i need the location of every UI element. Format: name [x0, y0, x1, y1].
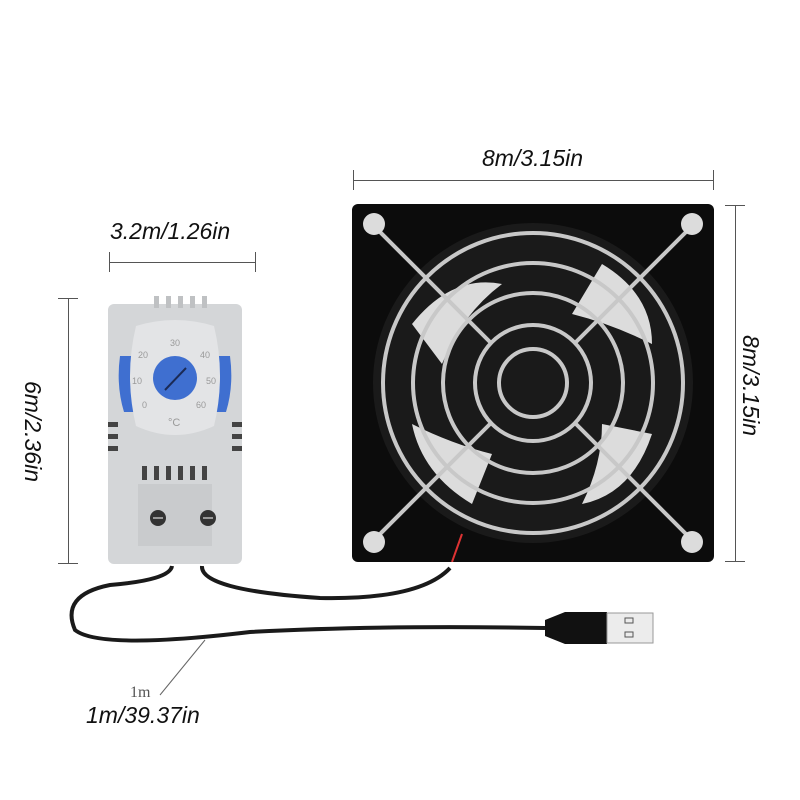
usb-plug — [545, 610, 655, 646]
cable-small-label: 1m — [130, 684, 151, 701]
svg-text:50: 50 — [206, 376, 216, 386]
thermostat-controller: 0 10 20 30 40 50 60 °C — [108, 296, 242, 564]
svg-text:30: 30 — [170, 338, 180, 348]
fan-width-label: 8m/3.15in — [482, 145, 584, 171]
dim-line — [109, 262, 256, 263]
dial-mark: 0 — [142, 400, 147, 410]
dim-line — [353, 180, 714, 181]
svg-text:°C: °C — [168, 417, 180, 429]
thermostat-width-label: 3.2m/1.26in — [110, 218, 231, 244]
svg-text:40: 40 — [200, 350, 210, 360]
cable-length-label: 1m/39.37in — [86, 702, 200, 728]
svg-text:60: 60 — [196, 400, 206, 410]
svg-text:20: 20 — [138, 350, 148, 360]
dim-line — [735, 205, 736, 562]
svg-text:10: 10 — [132, 376, 142, 386]
cooling-fan — [352, 204, 714, 562]
dim-line — [68, 298, 69, 564]
